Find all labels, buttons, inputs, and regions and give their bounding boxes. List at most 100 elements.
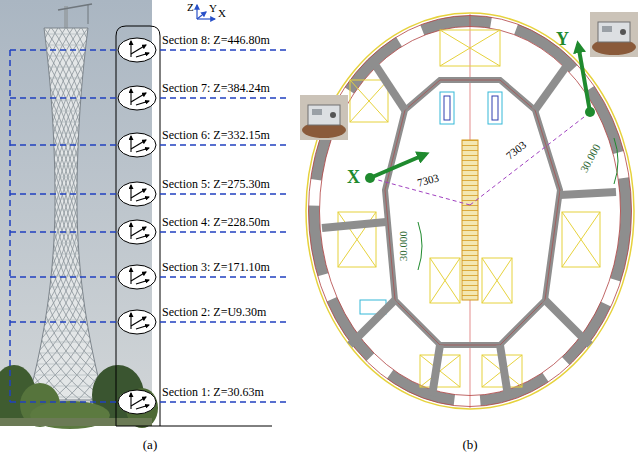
tower-body <box>28 28 104 400</box>
ellipse <box>118 133 156 157</box>
section-markers <box>10 38 286 414</box>
lattice-strand <box>50 16 89 86</box>
sensor-arrow <box>131 140 146 149</box>
sensor-arrow <box>136 53 149 57</box>
lattice-ring <box>34 375 97 376</box>
lattice-strand <box>42 0 101 14</box>
sensor-arrow <box>136 148 149 152</box>
sensor-photo <box>300 95 348 140</box>
dashed-guide <box>9 50 11 402</box>
lattice-strand <box>40 0 103 2</box>
angle-label: 30.000 <box>577 140 604 176</box>
ellipse <box>118 220 156 244</box>
lattice-ring <box>52 265 80 266</box>
lattice-strand <box>33 0 88 26</box>
axis-label: Z <box>187 1 194 13</box>
sensor-arrow <box>130 393 131 409</box>
angle-arcs <box>418 138 618 270</box>
lattice-strand <box>41 4 83 74</box>
lattice-strand <box>55 220 83 290</box>
direction-arrows <box>365 44 595 183</box>
ellipse <box>118 182 156 206</box>
sensor-arrow <box>131 397 146 406</box>
sensor-arrow <box>136 235 149 239</box>
sensor-arrow <box>131 272 146 281</box>
ellipse <box>118 86 156 110</box>
radial-walls <box>322 60 616 396</box>
lattice-ring <box>54 155 78 156</box>
sensor-column <box>116 26 160 426</box>
sensor-arrow <box>136 197 149 201</box>
sensor-photo <box>590 12 638 57</box>
dimension-label: 7303 <box>502 137 530 163</box>
panel-label: (b) <box>462 438 477 452</box>
angle-label: 30.000 <box>397 229 409 263</box>
sensor-arrow <box>130 223 131 239</box>
lattice-strand <box>45 0 97 38</box>
lattice-strand <box>50 220 78 290</box>
sensor-arrow <box>130 136 131 152</box>
plan-outline <box>306 13 634 409</box>
lattice-ring <box>52 111 80 112</box>
lattice-ring <box>53 122 80 123</box>
lattice-ring <box>50 89 81 90</box>
ellipse <box>118 38 156 62</box>
section-label: Section 1: Z=30.63m <box>162 386 264 399</box>
lattice-strand <box>44 28 81 98</box>
lattice-ring <box>41 342 90 343</box>
lattice-ring <box>55 199 77 200</box>
sensor-ellipse <box>118 38 156 62</box>
ellipse <box>118 310 156 334</box>
lattice-ring <box>45 34 87 35</box>
dimension-label: 7303 <box>414 171 442 189</box>
rooms <box>338 30 600 387</box>
sensor-ellipse <box>118 390 156 414</box>
fixtures <box>360 92 502 314</box>
lattice-ring <box>55 210 77 211</box>
lattice-ring <box>53 133 78 134</box>
sensor-ellipse <box>118 182 156 206</box>
lattice-ring <box>46 45 86 46</box>
lattice-ring <box>45 320 86 321</box>
lattice-ring <box>48 67 83 68</box>
sensor-ellipse <box>118 86 156 110</box>
direction-label: X <box>347 168 360 188</box>
sensor-ellipse <box>118 265 156 289</box>
section-label: Section 8: Z=446.80m <box>162 34 270 47</box>
sensor-arrow <box>130 41 131 57</box>
lattice-ring <box>54 243 78 244</box>
lattice-ring <box>43 331 88 332</box>
lattice-ring <box>37 364 95 365</box>
lattice-ring <box>55 221 78 222</box>
lattice-strand <box>44 0 99 26</box>
lattice-ring <box>47 309 85 310</box>
sensor-ellipse <box>118 310 156 334</box>
sensor-arrow <box>136 405 149 409</box>
direction-label: Y <box>556 30 569 50</box>
axis-label: Y <box>209 2 217 14</box>
section-label: Section 6: Z=332.15m <box>162 129 270 142</box>
sensor-ellipse <box>118 220 156 244</box>
lattice-ring <box>49 78 82 79</box>
lattice-strand <box>49 4 91 74</box>
lattice-ring <box>50 287 82 288</box>
photo-sky <box>0 0 152 426</box>
axis-label: X <box>218 7 226 19</box>
core-wall-edge <box>385 80 560 345</box>
sensor-arrow <box>136 325 149 329</box>
core-wall <box>385 80 560 345</box>
lattice-strand <box>28 0 91 2</box>
sensor-arrow <box>131 189 146 198</box>
section-label: Section 2: Z=U9.30m <box>162 306 266 319</box>
outer-wall <box>314 21 626 401</box>
sensor-arrow <box>130 268 131 284</box>
lattice-ring <box>53 254 79 255</box>
section-label: Section 4: Z=228.50m <box>162 216 270 229</box>
tower-antenna <box>58 4 92 30</box>
lattice-ring <box>55 188 77 189</box>
base-line <box>116 426 272 427</box>
lattice-strand <box>42 16 81 86</box>
stair <box>462 140 478 300</box>
